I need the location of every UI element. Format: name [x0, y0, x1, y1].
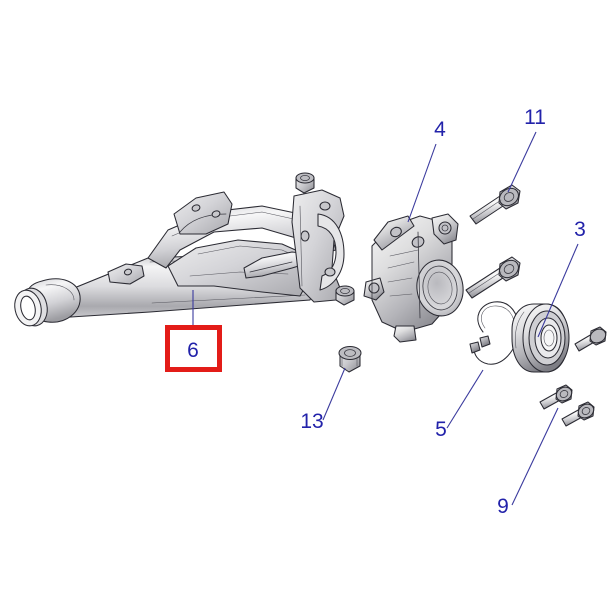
part-wheel-bearing: [511, 303, 570, 373]
part-long-flange-bolt-upper: [469, 184, 521, 225]
callout-numbers: 4 11 3 5 13 9: [300, 106, 586, 518]
leader-line-9: [511, 407, 559, 506]
leader-line-3: [537, 243, 579, 338]
part-lower-control-arm: [14, 172, 355, 327]
callout-label-4: 4: [434, 118, 446, 141]
leader-line-5: [446, 369, 484, 429]
part-steering-knuckle-carrier: [363, 213, 464, 343]
callout-label-9: 9: [497, 495, 509, 518]
control-arm-small-tab: [107, 263, 145, 285]
callout-label-13: 13: [300, 410, 323, 433]
control-arm-top-nut: [295, 172, 315, 194]
leader-line-11: [507, 131, 537, 193]
part-short-flange-bolt-right: [574, 326, 607, 352]
callout-label-3: 3: [574, 218, 586, 241]
part-short-flange-bolt-mid: [539, 384, 573, 410]
part-short-flange-bolt-low: [561, 401, 595, 427]
callout-leader-lines: [192, 131, 579, 506]
highlighted-callout-6: 6: [165, 325, 222, 372]
part-long-flange-bolt-lower: [465, 256, 521, 299]
control-arm-saddle-bracket-left: [173, 191, 233, 235]
callout-label-5: 5: [435, 418, 447, 441]
control-arm-c-bracket: [291, 189, 345, 303]
control-arm-bushing-eye: [14, 278, 81, 327]
callout-highlight-box: [165, 325, 222, 372]
callout-label-6: 6: [187, 339, 199, 362]
control-arm-lower-nut: [335, 285, 355, 306]
leader-line-13: [322, 367, 346, 421]
leader-line-4: [407, 143, 437, 223]
part-flange-nut-center: [338, 345, 362, 373]
part-retaining-snap-ring: [469, 301, 519, 365]
callout-label-11: 11: [524, 106, 546, 129]
